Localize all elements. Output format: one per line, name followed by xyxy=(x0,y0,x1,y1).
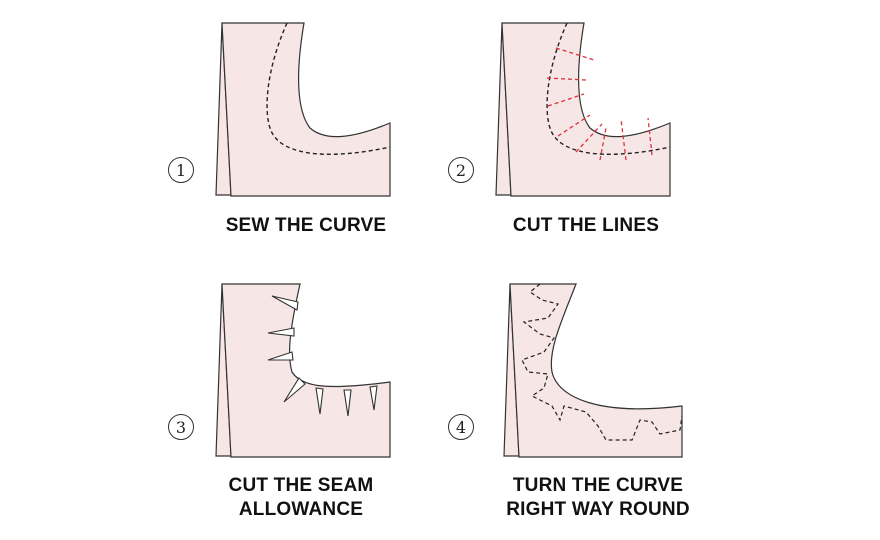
caption-line: ALLOWANCE xyxy=(238,499,364,520)
caption-line: CUT THE LINES xyxy=(512,215,660,236)
caption-line: SEW THE CURVE xyxy=(225,215,387,236)
stitch-line xyxy=(546,22,671,155)
caption-line: RIGHT WAY ROUND xyxy=(506,499,690,520)
fabric-piece-step-1 xyxy=(215,22,391,197)
step-number-1: 1 xyxy=(168,157,194,183)
stitch-line xyxy=(266,22,391,155)
step-number-text: 2 xyxy=(455,160,467,180)
step-number-text: 1 xyxy=(175,160,187,180)
folded-allowance-zigzag xyxy=(521,283,683,441)
step-number-text: 4 xyxy=(455,417,467,437)
step-number-3: 3 xyxy=(168,414,194,440)
caption-line: CUT THE SEAM xyxy=(228,475,374,496)
step-caption-3: CUT THE SEAM ALLOWANCE xyxy=(186,474,416,522)
fabric-piece-step-4 xyxy=(503,283,683,458)
step-number-2: 2 xyxy=(448,157,474,183)
step-number-text: 3 xyxy=(175,417,187,437)
step-caption-4: TURN THE CURVE RIGHT WAY ROUND xyxy=(478,474,718,522)
step-caption-2: CUT THE LINES xyxy=(476,214,696,238)
fabric-piece-step-3 xyxy=(215,283,391,458)
step-caption-1: SEW THE CURVE xyxy=(196,214,416,238)
step-number-4: 4 xyxy=(448,414,474,440)
fabric-piece-step-2 xyxy=(495,22,671,197)
cut-guide-lines xyxy=(546,47,653,161)
notch-cuts xyxy=(267,295,378,417)
caption-line: TURN THE CURVE xyxy=(512,475,684,496)
